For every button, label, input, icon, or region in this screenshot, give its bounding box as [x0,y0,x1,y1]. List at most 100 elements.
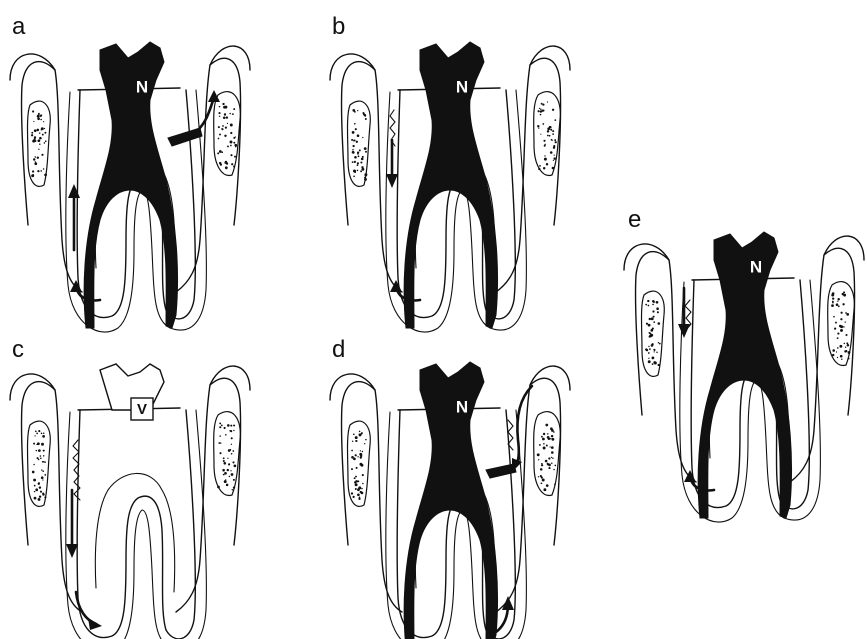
bone-speck [232,450,234,452]
bone-speck [541,463,543,465]
bone-speck [656,301,659,304]
bone-speck [230,154,232,156]
bone-speck [33,464,35,466]
bone-speck [232,489,233,490]
bone-speck [656,307,659,310]
bone-speck [652,363,654,365]
bone-speck [229,113,231,115]
bone-speck [231,453,233,455]
bone-speck [844,343,845,344]
bone-speck [652,328,654,330]
bone-speck [541,477,543,479]
bone-speck [38,482,39,483]
bone-speck [224,472,227,475]
bone-speck [225,434,227,436]
pulp-label-e: N [750,257,762,276]
bone-speck [232,461,234,463]
bone-speck [541,103,543,105]
bone-speck [543,433,545,435]
bone-speck [42,435,45,438]
bone-speck [230,425,232,427]
bone-speck [844,350,846,352]
bone-speck [230,470,231,471]
bone-speck [232,113,234,115]
bone-speck [832,297,834,299]
bone-speck [543,167,545,169]
bone-speck [554,154,555,155]
bone-speck [649,335,652,338]
bone-speck [226,484,229,487]
bone-speck [40,119,42,121]
bone-speck [841,312,843,314]
bone-speck [358,488,360,490]
bone-speck [652,300,655,303]
bone-speck [224,427,226,429]
bone-speck [550,438,551,439]
bone-speck [38,498,41,501]
tooth-diagram-e: N [620,200,867,520]
panel-d: d N [310,320,590,639]
bone-speck [36,490,38,492]
bone-speck [651,317,654,320]
bone-speck [552,133,554,135]
bone-speck [356,141,358,143]
bone-speck [219,422,221,424]
bone-speck [653,316,655,318]
bone-speck [37,157,39,159]
bone-speck [840,318,842,320]
bone-speck [233,479,235,481]
bone-speck [361,488,362,489]
bone-speck [39,486,41,488]
bone-speck [354,123,356,125]
bone-speck [832,349,835,352]
bone-speck [544,447,545,448]
bone-speck [548,438,551,441]
bone-speck [362,474,364,476]
bone-speck [227,123,228,124]
bone-speck [33,443,35,445]
bone-speck [547,433,549,435]
bone-speck [544,155,545,156]
bone-speck [648,346,649,347]
bone-speck [353,433,355,435]
bone-speck [42,134,44,136]
bone-speck [845,334,847,336]
bone-speck [542,103,544,105]
bone-speck [229,476,231,478]
bone-speck [361,166,363,168]
bone-speck [658,342,659,343]
bone-speck [354,477,356,479]
tooth-diagram-a: N [0,0,280,320]
bone-speck [848,358,850,360]
bone-speck [353,140,355,142]
bone-speck [360,450,361,451]
bone-speck [841,358,842,359]
bone-speck [224,135,226,137]
bone-speck [837,333,839,335]
bone-speck [44,132,46,134]
bone-speck [831,294,834,297]
bone-speck [34,162,37,165]
bone-speck [362,451,363,452]
bone-speck [837,357,838,358]
bone-speck [352,441,353,442]
bone-speck [44,474,46,476]
bone-speck [41,477,42,478]
bone-speck [355,488,357,490]
bone-speck [836,351,837,352]
bone-speck [357,480,359,482]
bone-speck [219,426,221,428]
bone-speck [34,435,35,436]
bone-speck [654,351,655,352]
bone-speck [365,118,367,120]
bone-speck [229,430,230,431]
bone-speck [550,129,552,131]
bone-speck [227,424,230,427]
panel-a: a N [0,0,280,320]
bone-speck [38,114,40,116]
bone-speck [843,291,845,293]
bone-speck [32,471,35,474]
bone-speck [221,424,223,426]
bone-speck [647,300,649,302]
bone-speck [357,134,360,137]
